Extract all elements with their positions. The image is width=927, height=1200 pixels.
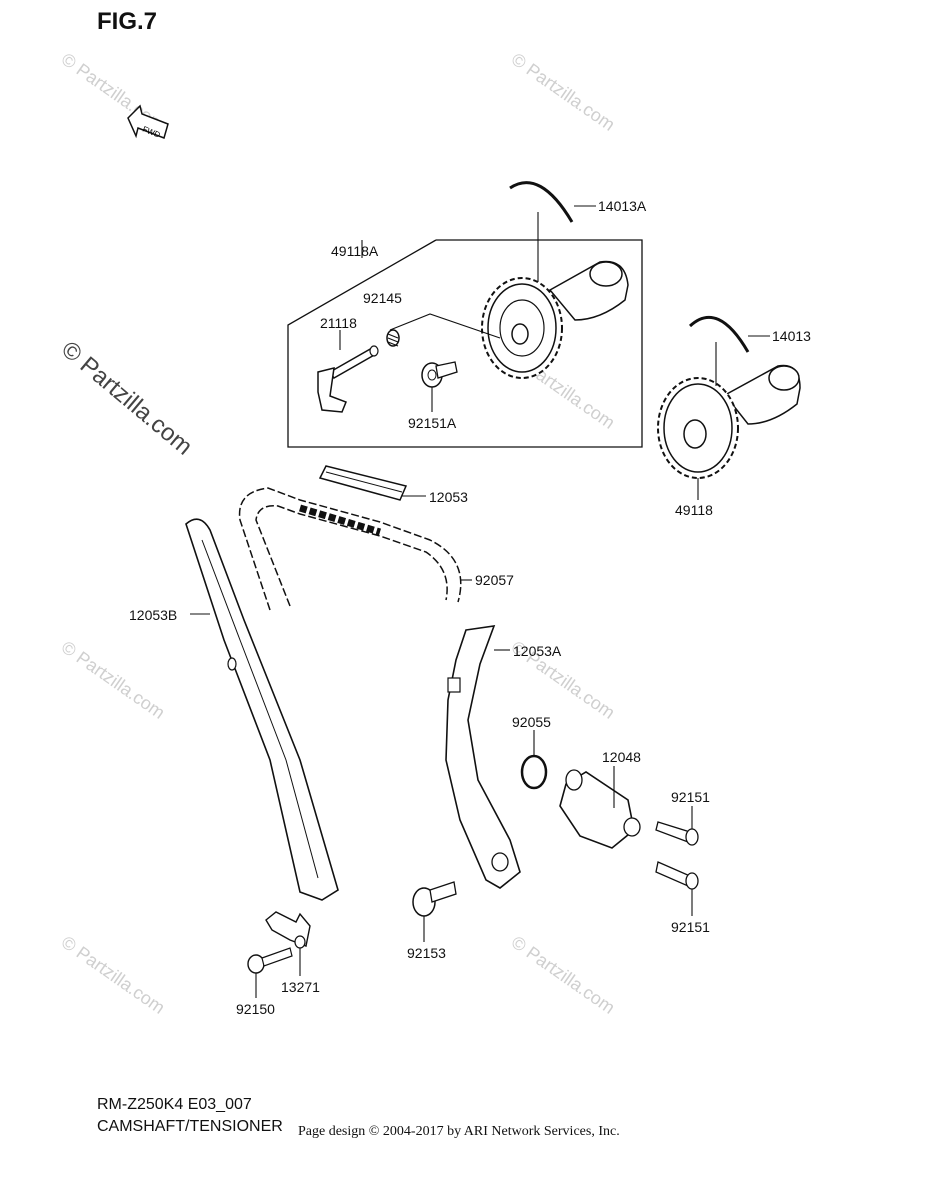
part-label: 14013A (598, 198, 647, 214)
part-label: 14013 (772, 328, 811, 344)
snap-ring-14013A (509, 181, 574, 223)
watermark-main: © Partzilla.com (56, 336, 197, 461)
bolt-92150 (247, 947, 293, 974)
bolt-92151-top (655, 821, 699, 846)
cam-chain (238, 487, 462, 611)
part-label: 92153 (407, 945, 446, 961)
part-label: 49118 (675, 502, 713, 518)
part-label: 92145 (363, 290, 402, 306)
camshaft-sprocket-a (481, 260, 629, 379)
part-label: 13271 (281, 979, 320, 995)
part-label: 12048 (602, 749, 641, 765)
watermark-text: © Partzilla.com (508, 932, 619, 1018)
part-label: 49118A (331, 243, 379, 259)
part-label: 92151A (408, 415, 457, 431)
watermark-text: © Partzilla.com (508, 49, 619, 135)
leader-lines (190, 205, 770, 998)
bolt-92151A (421, 361, 458, 388)
pivot-bolt (412, 881, 457, 917)
spring (386, 329, 400, 347)
section-title: CAMSHAFT/TENSIONER (97, 1118, 283, 1135)
decompression-shaft (317, 345, 379, 413)
assembly-box-outline (287, 239, 643, 448)
part-labels: 14013A 49118A 92145 21118 92151A 14013 4… (129, 198, 811, 1017)
tensioner-guide (445, 625, 521, 889)
fwd-arrow-icon: FWD (127, 104, 169, 140)
copyright-notice: Page design © 2004-2017 by ARI Network S… (298, 1124, 620, 1139)
chain-tensioner (559, 769, 641, 849)
camshaft-sprocket-b (657, 364, 801, 479)
figure-title: FIG.7 (97, 8, 158, 35)
chain-guide-top (318, 465, 408, 501)
watermark-text: © Partzilla.com (58, 932, 169, 1018)
part-label: 21118 (320, 315, 357, 331)
part-label: 92055 (512, 714, 551, 730)
guide-bracket (265, 911, 311, 949)
part-label: 92150 (236, 1001, 275, 1017)
part-label: 92151 (671, 789, 710, 805)
model-code: RM-Z250K4 E03_007 (97, 1096, 252, 1113)
o-ring (520, 754, 548, 790)
part-label: 12053B (129, 607, 177, 623)
part-label: 92057 (475, 572, 514, 588)
bolt-92151-bottom (655, 861, 699, 890)
part-label: 12053A (513, 643, 562, 659)
chain-guide-rear (185, 518, 339, 901)
snap-ring-14013 (688, 315, 750, 353)
part-label: 12053 (429, 489, 468, 505)
watermark-text: © Partzilla.com (58, 637, 169, 723)
part-label: 92151 (671, 919, 710, 935)
watermarks: © Partzilla.com © Partzilla.com © Partzi… (56, 49, 618, 1018)
